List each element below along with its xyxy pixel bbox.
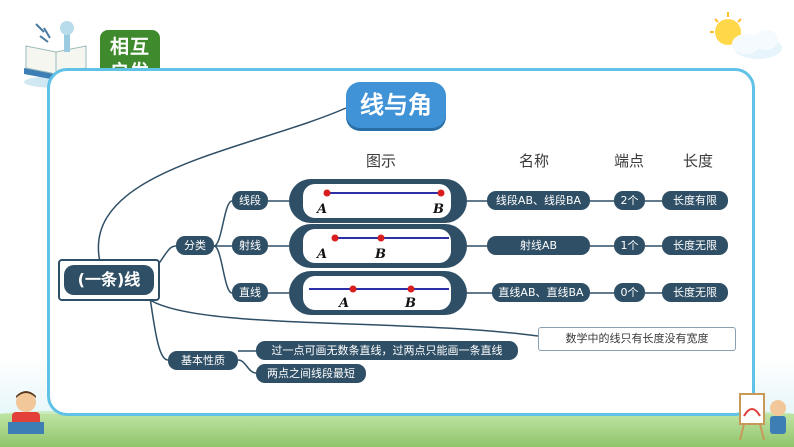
point-b-label: B: [374, 247, 386, 262]
point-a-marker: [349, 285, 357, 293]
point-b-label: B: [404, 296, 416, 310]
length-segment: 长度有限: [662, 191, 728, 210]
name-ray: 射线AB: [487, 236, 590, 255]
root-node: (一条)线: [58, 259, 160, 301]
figure-ray: A B: [289, 224, 467, 268]
column-header-endpoints: 端点: [614, 152, 645, 170]
point-a-label: A: [315, 202, 327, 217]
endpoints-line: 0个: [614, 283, 645, 302]
endpoints-segment: 2个: [614, 191, 645, 210]
line-diagram: A B: [309, 285, 449, 311]
segment-diagram: A B: [315, 189, 445, 217]
point-a-marker: [323, 189, 331, 197]
child-painting-icon: [739, 393, 786, 441]
column-header-name: 名称: [519, 152, 550, 170]
badge-line-1: 相互: [109, 36, 150, 58]
row-label-segment: 线段: [232, 191, 268, 210]
point-a-label: A: [337, 296, 349, 310]
endpoints-ray: 1个: [614, 236, 645, 255]
name-line: 直线AB、直线BA: [492, 283, 590, 302]
point-a-label: A: [315, 247, 327, 262]
root-node-label: (一条)线: [64, 265, 154, 295]
property-item-1: 过一点可画无数条直线，过两点只能画一条直线: [256, 341, 518, 360]
sun-cloud-icon: [710, 12, 782, 59]
page-title: 线与角: [346, 82, 446, 128]
point-b-marker: [437, 189, 445, 197]
row-label-line: 直线: [232, 283, 268, 302]
name-segment: 线段AB、线段BA: [487, 191, 590, 210]
grass-strip: [0, 414, 794, 447]
branch-basic-properties: 基本性质: [168, 351, 238, 370]
child-reading-icon: [8, 391, 44, 434]
branch-classify: 分类: [176, 236, 214, 255]
row-label-ray: 射线: [232, 236, 268, 255]
column-header-length: 长度: [683, 152, 714, 170]
point-b-marker: [377, 234, 385, 242]
figure-segment: A B: [289, 179, 467, 223]
point-b-label: B: [432, 202, 444, 217]
figure-line: A B: [289, 271, 467, 315]
length-line: 长度无限: [662, 283, 728, 302]
property-item-2: 两点之间线段最短: [256, 364, 366, 383]
note-box: 数学中的线只有长度没有宽度: [538, 327, 736, 351]
length-ray: 长度无限: [662, 236, 728, 255]
ray-diagram: A B: [315, 234, 449, 262]
point-a-marker: [331, 234, 339, 242]
column-header-figure: 图示: [366, 152, 397, 170]
point-b-marker: [407, 285, 415, 293]
